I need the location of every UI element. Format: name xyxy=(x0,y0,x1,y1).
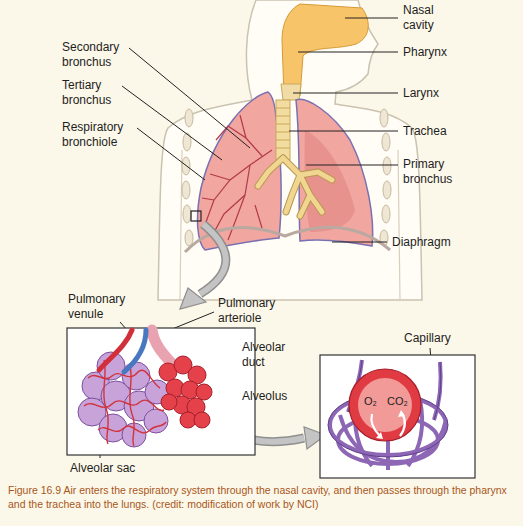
alveolar-inset-part xyxy=(67,328,255,455)
rib-part xyxy=(185,230,193,246)
alveolar-inset-part-part xyxy=(130,366,135,446)
part-label: Pharynx xyxy=(403,45,447,60)
alveolar-inset-part xyxy=(152,330,174,366)
part-label: Trachea xyxy=(403,124,447,139)
lung-part-part xyxy=(240,115,246,138)
part-label: Capillary xyxy=(404,331,451,346)
bronchial-tree-part-part xyxy=(276,132,290,133)
detail-square xyxy=(191,211,201,221)
body-outline-part xyxy=(398,150,400,300)
leader-line-part xyxy=(298,52,398,53)
capillary-inset-part-part xyxy=(434,362,441,420)
leader-line-part xyxy=(289,131,398,132)
capillary-inset-part-part xyxy=(434,362,441,420)
part-label: Secondary bronchus xyxy=(62,40,128,70)
leader-line-part xyxy=(293,93,398,94)
capillary-inset-part xyxy=(328,360,448,457)
bronchial-tree-part-part xyxy=(276,140,290,141)
alveolar-inset-part-part xyxy=(194,412,210,428)
part-label: Alveolar sac xyxy=(70,461,135,476)
rib-part xyxy=(185,109,193,127)
leader-line-part xyxy=(137,128,205,180)
part-label: Larynx xyxy=(403,86,439,101)
capillary-inset-part xyxy=(398,410,405,417)
lung-part-part xyxy=(210,174,230,180)
part-label: Tertiary bronchus xyxy=(62,78,120,108)
leader-line-part xyxy=(129,48,250,148)
bronchial-tree-part-part xyxy=(276,148,290,149)
bronchial-tree-part-part xyxy=(258,158,332,216)
leader-line-part xyxy=(345,18,398,19)
alveolar-inset-part xyxy=(99,330,132,370)
body-outline-part xyxy=(158,0,422,300)
capillary-inset-part xyxy=(330,360,446,470)
capillary-inset-part xyxy=(320,355,475,478)
zoom-arrow-part xyxy=(180,288,206,309)
lung xyxy=(198,92,373,250)
part-label: Primary bronchus xyxy=(403,157,465,187)
part-label: Alveolus xyxy=(242,389,287,404)
part-label: Pulmonary arteriole xyxy=(218,296,286,326)
bronchial-tree-part xyxy=(276,108,290,148)
lung-part-part xyxy=(202,198,214,200)
part-label: Pulmonary venule xyxy=(68,292,134,322)
rib-part xyxy=(382,205,390,223)
gas-label: O₂ xyxy=(364,394,377,409)
capillary-inset-part-part xyxy=(386,440,390,470)
leader-line xyxy=(100,18,433,458)
bronchial-tree xyxy=(258,100,332,216)
bronchial-tree-part-part xyxy=(276,108,290,109)
alveolar-inset-part-part xyxy=(104,360,109,444)
rib-part xyxy=(383,157,391,175)
leader-line-part xyxy=(306,165,398,166)
capillary-inset xyxy=(320,355,475,478)
bronchial-tree-part-part xyxy=(276,116,290,117)
part-label: Diaphragm xyxy=(392,235,451,250)
alveolar-inset xyxy=(67,328,255,455)
alveolar-inset-part-part xyxy=(84,400,164,410)
leader-line-part xyxy=(122,86,222,160)
lung-part-part xyxy=(255,205,262,228)
alveolar-inset-part xyxy=(159,356,212,428)
part-label: Alveolar duct xyxy=(242,340,298,370)
rib-part xyxy=(182,181,190,199)
bronchial-tree-part xyxy=(276,100,290,160)
capillary-inset-part xyxy=(349,369,421,441)
part-label: Respiratory bronchiole xyxy=(62,120,134,150)
alveolar-inset-part-part xyxy=(196,384,212,400)
upper-airway-part xyxy=(281,84,301,100)
alveolar-inset-part-part xyxy=(161,394,177,410)
lung-part-part xyxy=(216,126,262,156)
alveolar-inset-part xyxy=(78,352,169,447)
figure-caption: Figure 16.9 Air enters the respiratory s… xyxy=(8,483,516,511)
zoom-arrow-part xyxy=(200,224,226,294)
part-label: Nasal cavity xyxy=(403,3,453,33)
capillary-inset-part-part xyxy=(371,414,380,436)
bronchial-tree-part xyxy=(258,158,332,216)
gas-label: CO₂ xyxy=(387,394,408,409)
rib-part xyxy=(382,133,390,151)
rib-part xyxy=(380,109,388,127)
rib-part xyxy=(383,181,391,199)
body-outline-part xyxy=(180,150,182,300)
rib-part xyxy=(183,205,191,223)
bronchial-tree-part-part xyxy=(276,124,290,125)
capillary-inset-part xyxy=(376,432,383,439)
alveolar-inset-part-part xyxy=(144,409,168,433)
leader-line-part xyxy=(332,242,387,243)
body-outline xyxy=(158,0,422,300)
alveolar-inset-part xyxy=(124,330,146,372)
bronchial-tree-part-part xyxy=(258,158,332,216)
zoom-arrow-part xyxy=(200,224,226,294)
